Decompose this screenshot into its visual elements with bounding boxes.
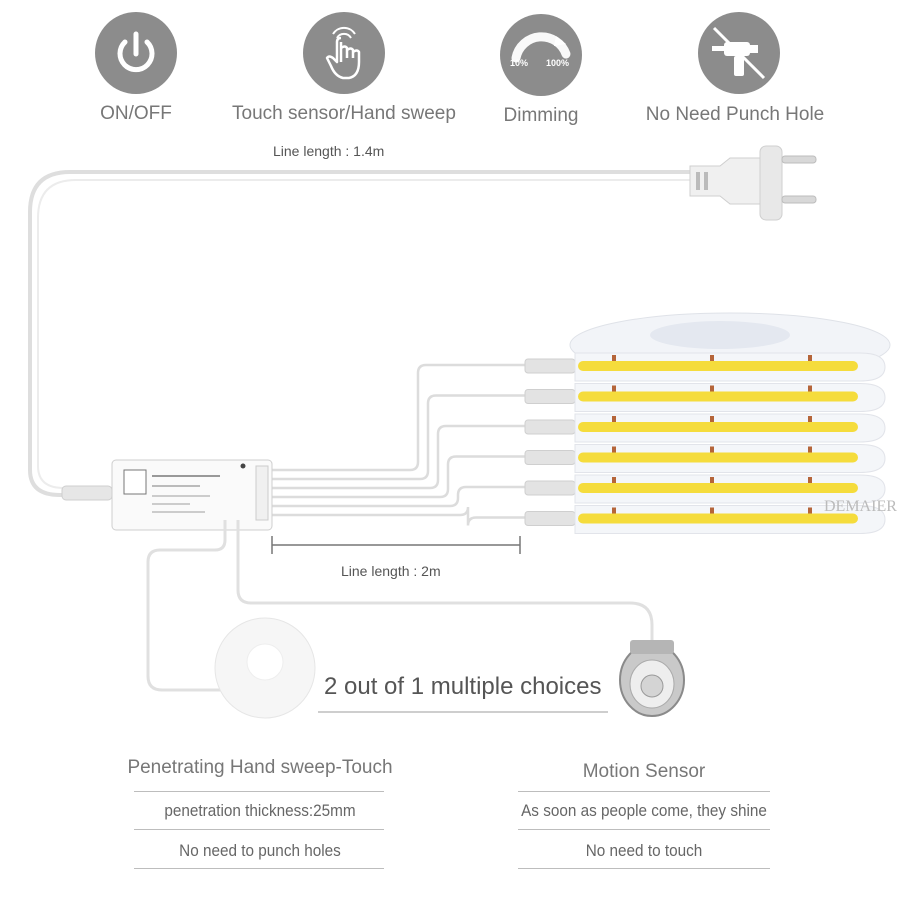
cut-mark <box>710 507 714 514</box>
led-strip <box>578 452 858 463</box>
option-touch-line-2: No need to punch holes <box>179 841 341 860</box>
strip-wire <box>268 394 525 481</box>
cut-mark <box>612 507 616 514</box>
cut-mark <box>710 477 714 483</box>
option-touch-line-1: penetration thickness:25mm <box>164 801 356 820</box>
strip-wire <box>268 506 525 526</box>
led-strip <box>578 483 858 493</box>
feature-label-nohole: No Need Punch Hole <box>645 104 825 125</box>
divider <box>518 829 770 830</box>
cut-mark <box>612 416 616 422</box>
cut-mark <box>808 446 812 453</box>
strip-wire <box>268 455 525 499</box>
cut-mark <box>612 477 616 483</box>
strip-line-length-label: Line length : 2m <box>341 563 441 579</box>
divider <box>134 791 384 792</box>
hand-circle <box>303 12 385 94</box>
no-drill-icon <box>712 26 766 80</box>
cut-mark <box>612 446 616 453</box>
strip-connector <box>524 450 576 465</box>
power-icon <box>117 31 155 73</box>
cut-mark <box>612 385 616 392</box>
cut-mark <box>808 355 812 361</box>
choices-caption: 2 out of 1 multiple choices <box>324 673 602 700</box>
option-title-touch: Penetrating Hand sweep-Touch <box>127 757 393 778</box>
drill-circle <box>698 12 780 94</box>
strip-connector <box>524 389 576 404</box>
option-title-motion: Motion Sensor <box>582 761 706 782</box>
dimming-circle: 10% 100% <box>500 14 582 96</box>
cut-mark <box>808 385 812 392</box>
feature-label-dimming: Dimming <box>503 105 579 126</box>
option-motion-line-1: As soon as people come, they shine <box>521 801 767 820</box>
power-cable <box>28 170 690 497</box>
cut-mark <box>808 416 812 422</box>
feature-label-onoff: ON/OFF <box>100 103 172 124</box>
touch-sensor-cable <box>146 520 227 692</box>
cut-mark <box>808 477 812 483</box>
led-strip <box>578 513 858 524</box>
cut-mark <box>710 446 714 453</box>
cut-mark <box>710 385 714 392</box>
cut-mark <box>710 416 714 422</box>
cut-mark <box>710 355 714 361</box>
brand-watermark: DEMAIER <box>824 498 897 515</box>
strip-wire <box>268 363 525 472</box>
led-strip <box>578 361 858 371</box>
cut-mark <box>612 355 616 361</box>
divider <box>134 868 384 869</box>
hand-touch-icon <box>325 27 361 80</box>
dimming-max-label: 100% <box>546 58 569 68</box>
strip-connector <box>524 511 576 526</box>
dimming-dial-icon: 10% 100% <box>510 32 571 68</box>
strip-connector <box>524 358 576 374</box>
motion-sensor-cable <box>236 520 654 640</box>
divider <box>518 868 770 869</box>
motion-sensor <box>619 640 685 717</box>
led-strip <box>578 391 858 402</box>
touch-sensor-disk <box>214 617 316 719</box>
strip-connector <box>524 480 576 496</box>
feature-label-touch: Touch sensor/Hand sweep <box>232 103 456 124</box>
option-motion-line-2: No need to touch <box>585 841 703 860</box>
divider <box>134 829 384 830</box>
strip-connector <box>524 419 576 435</box>
strip-wire <box>268 424 525 490</box>
led-driver-box <box>111 459 273 531</box>
eu-plug <box>689 145 817 221</box>
dimming-min-label: 10% <box>510 58 528 68</box>
divider <box>518 791 770 792</box>
strip-wire <box>268 485 525 508</box>
led-strip <box>578 422 858 432</box>
cut-mark <box>808 507 812 514</box>
power-circle <box>95 12 177 94</box>
plug-line-length-label: Line length : 1.4m <box>273 143 385 159</box>
